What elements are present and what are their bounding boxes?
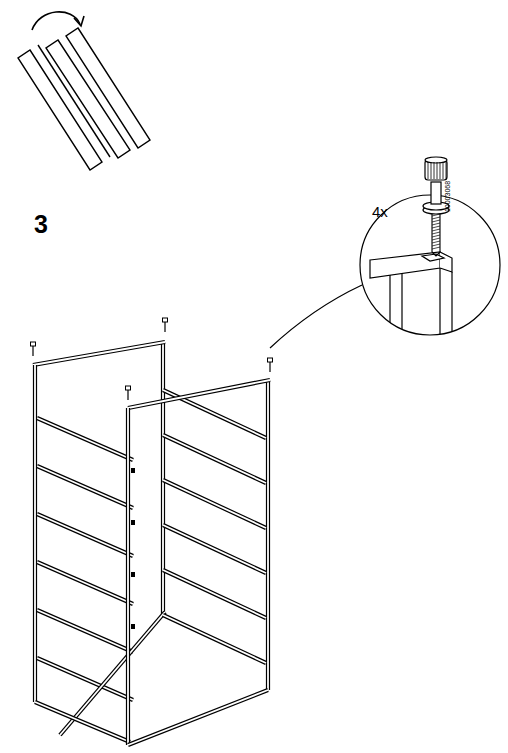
- frame-tube-fill: [128, 380, 270, 408]
- frame-tube: [128, 380, 270, 408]
- quantity-label: 4x: [372, 204, 388, 219]
- frame-tube: [37, 610, 133, 652]
- frame-tube-fill: [37, 514, 133, 556]
- frame-tube: [126, 408, 130, 745]
- frame-tube: [37, 562, 133, 604]
- frame-tube: [128, 690, 268, 745]
- frame-tube-fill: [162, 342, 164, 615]
- frame-tube-fill: [163, 435, 266, 483]
- frame-tube: [163, 435, 266, 483]
- frame-tube-fill: [37, 466, 133, 508]
- frame-tube: [163, 570, 266, 618]
- fitting-tab: [131, 468, 135, 473]
- frame-tube-fill: [127, 408, 129, 745]
- step-number: 3: [34, 212, 48, 237]
- frame-tube: [163, 525, 266, 573]
- frame-tube-fill: [35, 702, 130, 742]
- screw: [31, 342, 36, 356]
- frame-tube: [37, 418, 133, 460]
- frame-tube: [60, 612, 165, 735]
- frame-tube-fill: [128, 690, 268, 745]
- fitting-tab: [131, 624, 135, 629]
- frame-tube-fill: [37, 610, 133, 652]
- frame-drawing: [33, 342, 270, 745]
- frame-tube-fill: [60, 612, 165, 735]
- frame-tube: [163, 615, 266, 663]
- screw: [268, 358, 273, 372]
- frame-tube: [266, 380, 270, 690]
- frame-tube-fill: [267, 380, 269, 690]
- frame-tube: [35, 702, 130, 742]
- screw: [163, 318, 168, 332]
- frame-tube-fill: [163, 615, 266, 663]
- fitting-tab: [131, 520, 135, 525]
- frame-tube-fill: [37, 562, 133, 604]
- frame-tube: [37, 514, 133, 556]
- screw: [126, 386, 131, 400]
- frame-tube-fill: [37, 418, 133, 460]
- frame-tube-fill: [163, 570, 266, 618]
- frame-tube: [33, 342, 165, 365]
- detail-callout: [270, 157, 500, 348]
- part-number: 10003068: [445, 180, 452, 211]
- frame-tube: [37, 466, 133, 508]
- frame-tube: [163, 480, 266, 528]
- frame-tube: [33, 365, 37, 702]
- fitting-tab: [131, 572, 135, 577]
- frame-tube-fill: [163, 480, 266, 528]
- frame-tube-fill: [33, 342, 165, 365]
- screws: [31, 318, 273, 400]
- frame-tube-fill: [163, 525, 266, 573]
- turn-over-inset: [18, 12, 150, 170]
- frame-tube-fill: [34, 365, 36, 702]
